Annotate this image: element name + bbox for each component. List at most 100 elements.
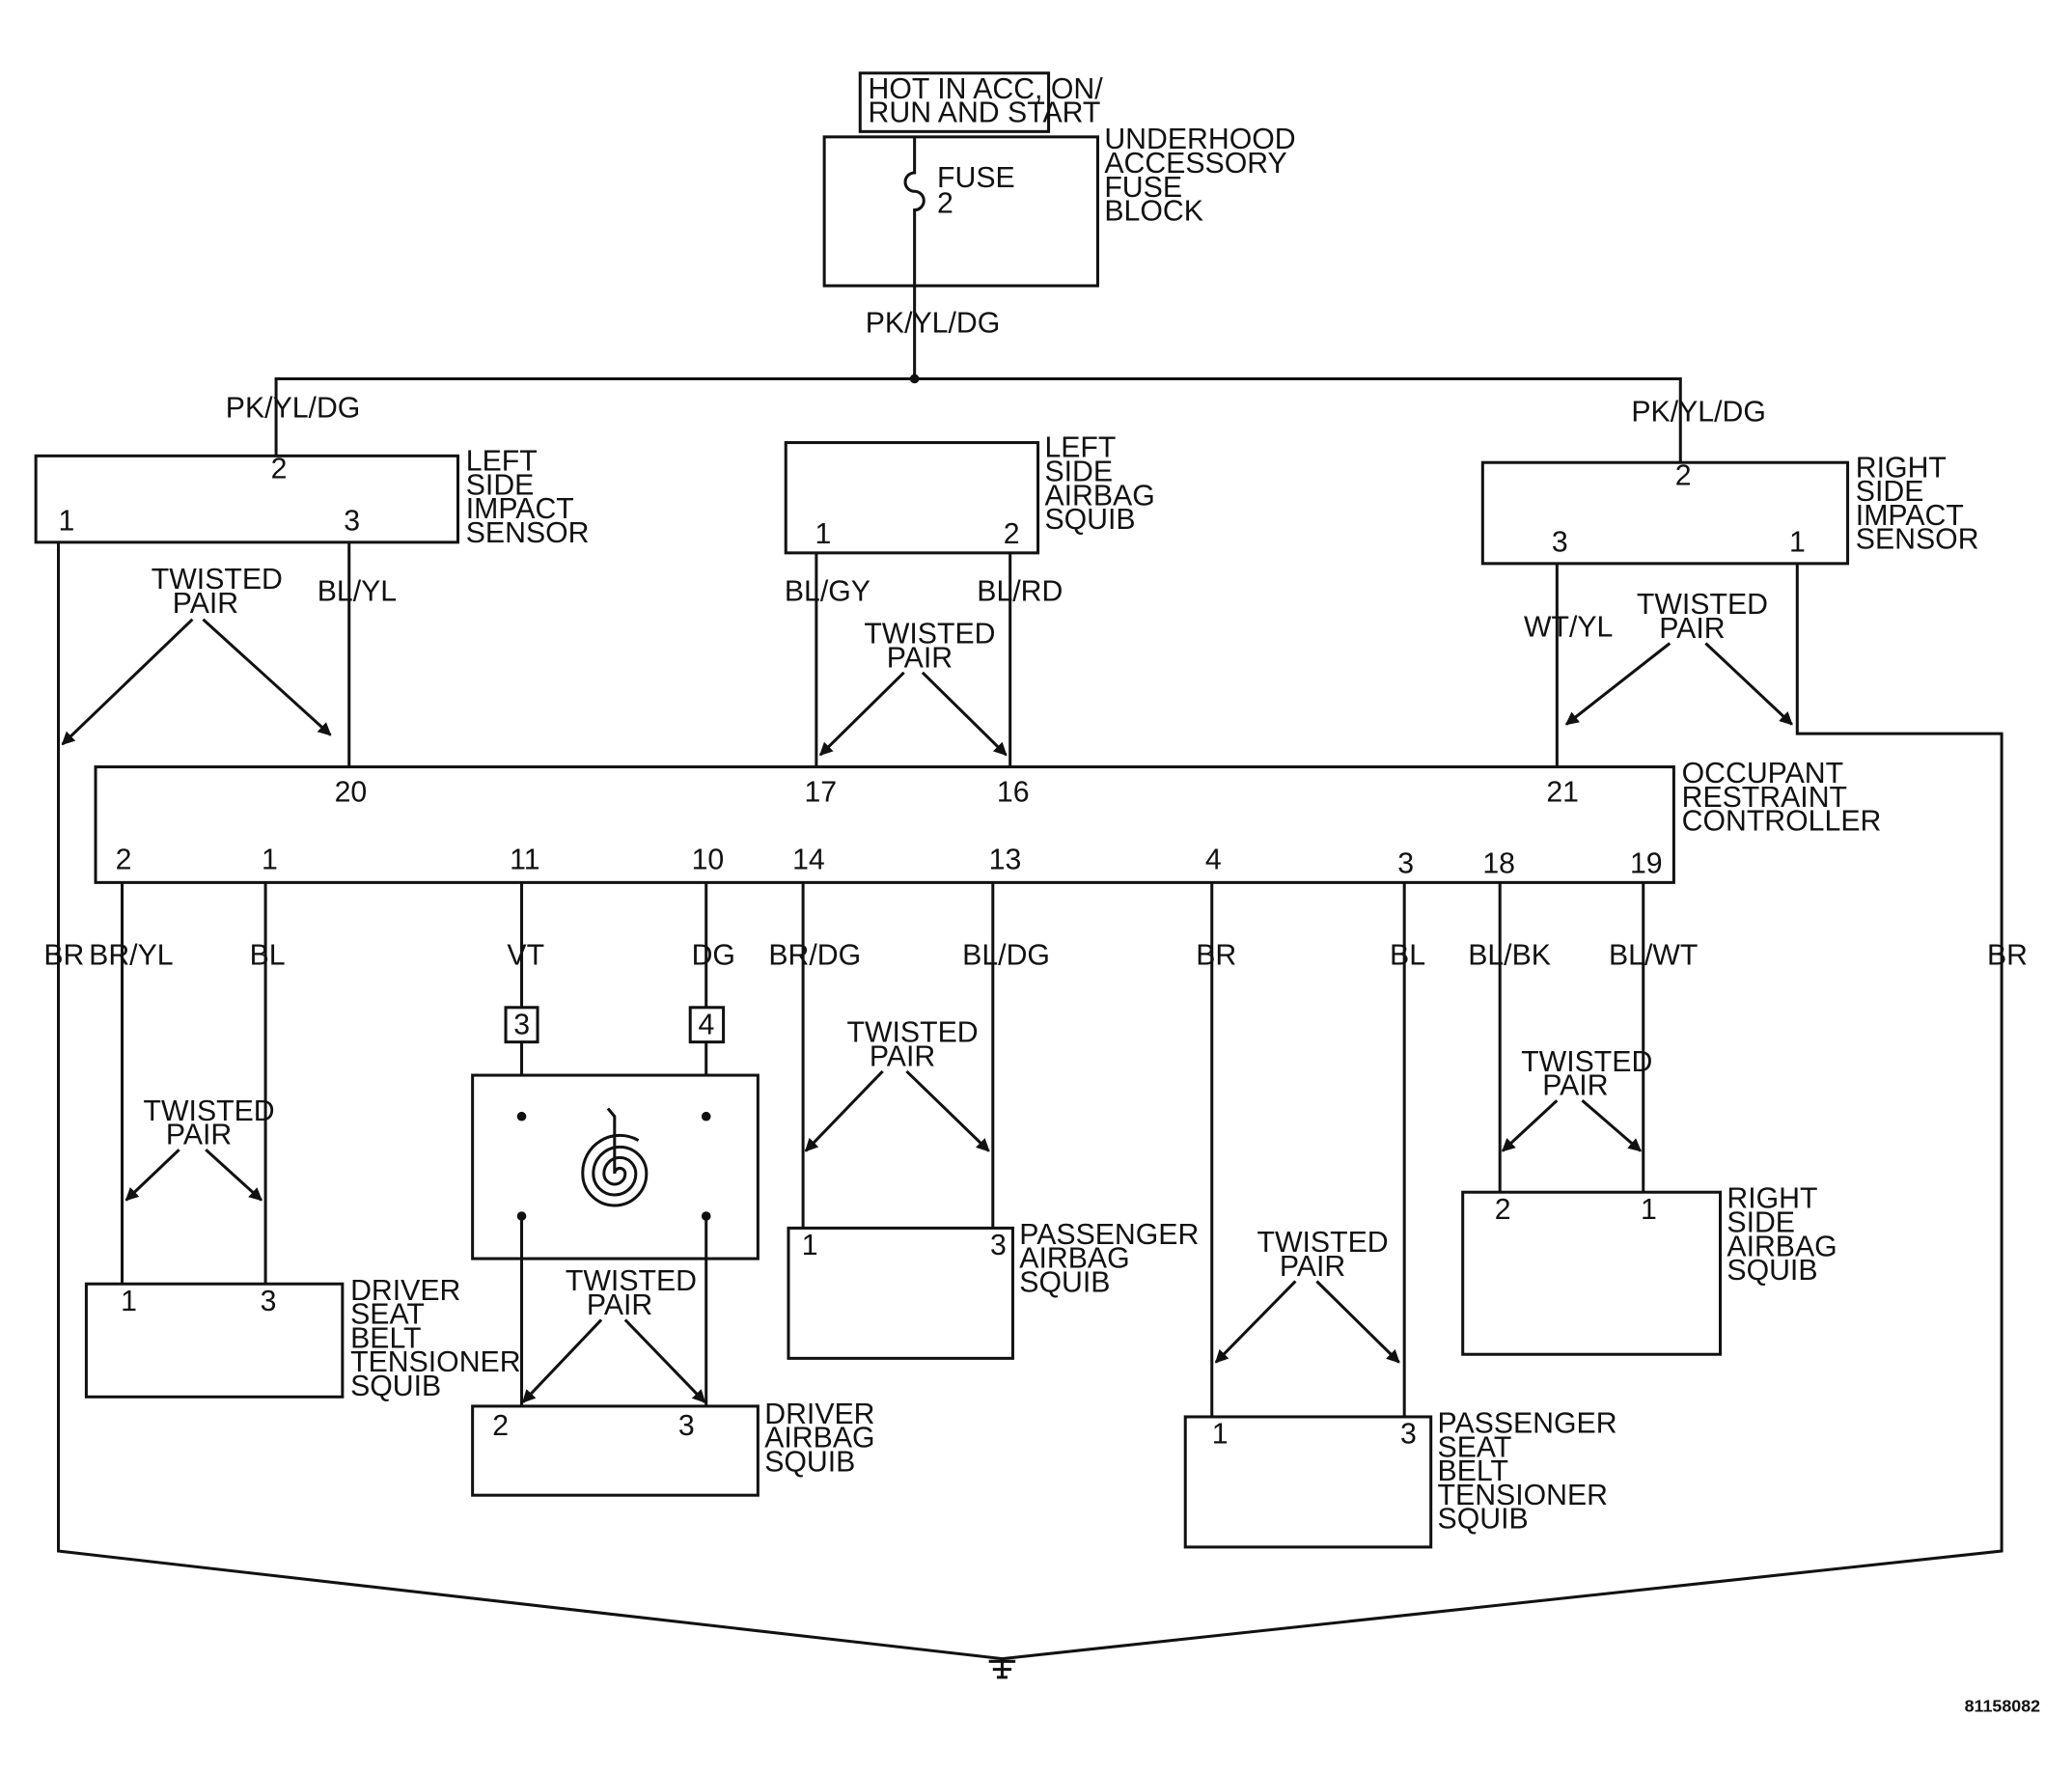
wire-orc-1-label: BL <box>250 940 286 972</box>
svg-text:3: 3 <box>1397 848 1414 880</box>
svg-text:TENSIONER: TENSIONER <box>1438 1480 1608 1511</box>
svg-text:TWISTED: TWISTED <box>1637 589 1768 621</box>
svg-text:LEFT: LEFT <box>1044 432 1116 464</box>
wire-orc-10-label: DG <box>692 940 735 972</box>
svg-text:2: 2 <box>116 845 132 876</box>
svg-text:TENSIONER: TENSIONER <box>350 1346 520 1378</box>
clockspring-connector-3: 3 <box>504 1006 539 1044</box>
clockspring <box>471 1073 760 1260</box>
wire-orc-3-label: BL <box>1390 940 1425 972</box>
svg-text:AIRBAG: AIRBAG <box>1019 1243 1129 1275</box>
svg-text:2: 2 <box>492 1410 509 1442</box>
wire-orc-2-label: BR/YL <box>89 940 173 972</box>
svg-text:RESTRAINT: RESTRAINT <box>1682 782 1847 814</box>
svg-text:FUSE: FUSE <box>937 162 1015 194</box>
svg-text:FUSE: FUSE <box>1104 172 1182 204</box>
svg-text:DRIVER: DRIVER <box>764 1399 874 1430</box>
wire-orc-13-label: BL/DG <box>962 940 1050 972</box>
splice-dot <box>909 374 920 384</box>
svg-text:PAIR: PAIR <box>887 642 953 674</box>
fuse-icon <box>903 136 925 379</box>
svg-text:1: 1 <box>121 1286 137 1317</box>
svg-text:4: 4 <box>1205 845 1222 876</box>
svg-text:UNDERHOOD: UNDERHOOD <box>1104 124 1295 155</box>
svg-text:SIDE: SIDE <box>1856 476 1924 508</box>
svg-text:IMPACT: IMPACT <box>466 493 574 525</box>
svg-text:OCCUPANT: OCCUPANT <box>1682 758 1843 790</box>
svg-text:2: 2 <box>1495 1194 1511 1226</box>
twisted-pair-callout-8: TWISTED PAIR <box>1501 1046 1652 1152</box>
svg-text:TWISTED: TWISTED <box>864 618 995 650</box>
svg-text:1: 1 <box>1212 1418 1229 1450</box>
wire-left-feed: PK/YL/DG <box>226 392 361 424</box>
svg-text:19: 19 <box>1630 848 1663 880</box>
wire-orc-14-label: BR/DG <box>768 940 861 972</box>
svg-text:PAIR: PAIR <box>1542 1070 1608 1102</box>
occupant-restraint-controller: 20 17 16 21 2 1 11 10 14 13 4 3 18 19 OC… <box>94 758 1882 884</box>
svg-text:SIDE: SIDE <box>1727 1207 1795 1239</box>
wire-right-feed: PK/YL/DG <box>1631 397 1766 429</box>
svg-text:4: 4 <box>698 1009 714 1040</box>
svg-text:SIDE: SIDE <box>1044 456 1113 487</box>
svg-text:3: 3 <box>261 1286 277 1317</box>
wire-orc-19-label: BL/WT <box>1609 940 1698 972</box>
svg-text:TWISTED: TWISTED <box>1257 1227 1389 1259</box>
twisted-pair-callout-3: TWISTED PAIR <box>1564 589 1793 726</box>
svg-text:CONTROLLER: CONTROLLER <box>1682 806 1882 838</box>
svg-text:2: 2 <box>1004 518 1020 550</box>
svg-text:21: 21 <box>1546 776 1579 808</box>
svg-text:1: 1 <box>1641 1194 1657 1226</box>
wire-orc-11-label: VT <box>507 940 544 972</box>
svg-text:1: 1 <box>802 1230 818 1261</box>
wire-ground-right-label: BR <box>1987 940 2028 972</box>
svg-text:2: 2 <box>937 187 953 219</box>
svg-text:TWISTED: TWISTED <box>1521 1046 1652 1078</box>
svg-text:20: 20 <box>335 776 368 808</box>
svg-text:SENSOR: SENSOR <box>466 517 590 549</box>
svg-text:TWISTED: TWISTED <box>152 564 283 596</box>
svg-text:18: 18 <box>1482 848 1515 880</box>
twisted-pair-callout-6: TWISTED PAIR <box>521 1265 706 1403</box>
svg-text:3: 3 <box>678 1410 695 1442</box>
svg-text:SQUIB: SQUIB <box>350 1371 441 1402</box>
svg-text:2: 2 <box>1675 460 1692 492</box>
svg-text:1: 1 <box>1789 526 1806 558</box>
wire-ground-right <box>1002 563 2003 1661</box>
svg-text:1: 1 <box>262 845 278 876</box>
twisted-pair-callout-4: TWISTED PAIR <box>124 1095 275 1202</box>
twisted-pair-callout-2: TWISTED PAIR <box>818 618 1008 757</box>
svg-text:PASSENGER: PASSENGER <box>1019 1219 1199 1251</box>
svg-text:PAIR: PAIR <box>870 1040 935 1072</box>
svg-text:14: 14 <box>792 845 825 876</box>
svg-text:SIDE: SIDE <box>466 469 535 501</box>
svg-text:PAIR: PAIR <box>173 588 238 620</box>
clockspring-coil-icon <box>581 1107 649 1207</box>
svg-text:PAIR: PAIR <box>166 1120 232 1151</box>
svg-text:IMPACT: IMPACT <box>1856 500 1964 532</box>
svg-text:17: 17 <box>804 776 837 808</box>
wire-orc-18-label: BL/BK <box>1468 940 1551 972</box>
svg-text:SQUIB: SQUIB <box>1438 1504 1529 1536</box>
wire-lsas-1-label: BL/GY <box>785 575 870 607</box>
passenger-airbag-squib: 1 3 PASSENGER AIRBAG SQUIB <box>787 1219 1199 1360</box>
wire-ground-left-label: BR <box>43 940 84 972</box>
svg-text:SQUIB: SQUIB <box>764 1446 855 1478</box>
svg-text:PAIR: PAIR <box>587 1289 652 1321</box>
svg-text:3: 3 <box>1400 1418 1417 1450</box>
svg-text:TWISTED: TWISTED <box>847 1017 979 1049</box>
svg-text:1: 1 <box>815 518 831 550</box>
svg-text:TWISTED: TWISTED <box>566 1265 697 1297</box>
svg-text:13: 13 <box>989 845 1022 876</box>
svg-text:SQUIB: SQUIB <box>1727 1255 1817 1287</box>
left-side-airbag-squib: 1 2 LEFT SIDE AIRBAG SQUIB <box>784 432 1155 555</box>
svg-text:PAIR: PAIR <box>1659 613 1725 645</box>
twisted-pair-callout-5: TWISTED PAIR <box>804 1017 990 1152</box>
svg-text:11: 11 <box>510 845 539 876</box>
wire-feed: PK/YL/DG <box>866 307 1001 339</box>
left-side-impact-sensor: 2 1 3 LEFT SIDE IMPACT SENSOR <box>34 445 590 549</box>
passenger-seat-belt-tensioner-squib: 1 3 PASSENGER SEAT BELT TENSIONER SQUIB <box>1183 1407 1617 1549</box>
svg-text:PAIR: PAIR <box>1280 1251 1345 1283</box>
driver-seat-belt-tensioner-squib: 1 3 DRIVER SEAT BELT TENSIONER SQUIB <box>84 1275 521 1402</box>
svg-text:1: 1 <box>59 505 75 537</box>
